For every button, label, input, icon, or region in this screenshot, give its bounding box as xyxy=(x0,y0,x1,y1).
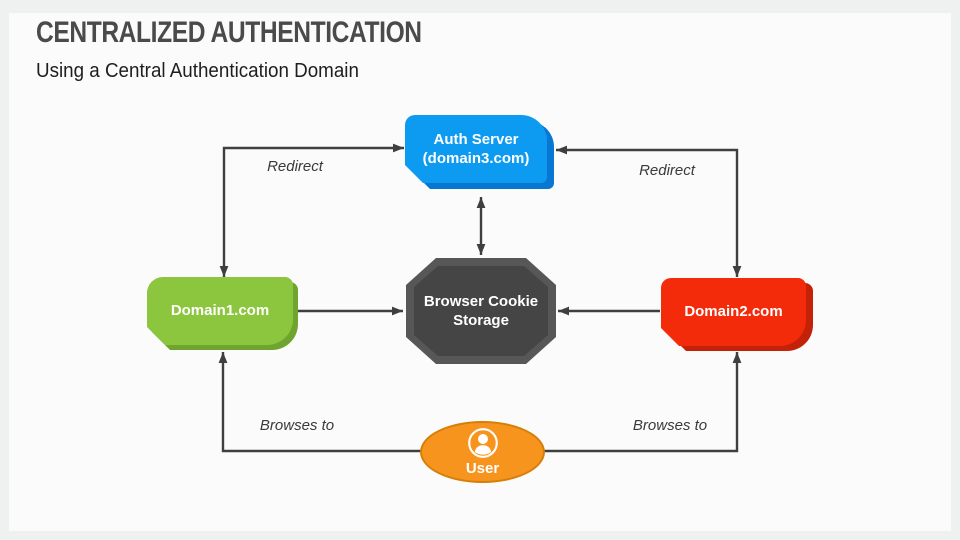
node-user: User xyxy=(420,421,545,483)
node-domain1-face: Domain1.com xyxy=(147,277,293,345)
page-subtitle: Using a Central Authentication Domain xyxy=(36,60,359,82)
node-auth-server-label: Auth Server (domain3.com) xyxy=(423,130,530,169)
node-auth-server: Auth Server (domain3.com) xyxy=(405,115,547,183)
domain1-label: Domain1.com xyxy=(170,302,270,320)
edge-label-redirect-right: Redirect xyxy=(639,162,695,179)
cookie-storage-label: Browser Cookie Storage xyxy=(424,292,538,331)
node-browser-cookie-storage: Browser Cookie Storage xyxy=(406,258,556,364)
person-icon xyxy=(467,428,498,458)
edge-label-browses-to-left: Browses to xyxy=(259,417,335,434)
domain2-label: Domain2.com xyxy=(684,303,783,321)
cookie-storage-face: Browser Cookie Storage xyxy=(414,266,548,356)
user-label: User xyxy=(465,460,500,477)
connector-user-domain2-browses xyxy=(482,352,742,453)
page-title: CENTRALIZED AUTHENTICATION xyxy=(36,16,422,49)
cookie-storage-label-line2: Storage xyxy=(453,312,509,329)
auth-server-label-line2: (domain3.com) xyxy=(422,150,530,167)
edge-label-browses-to-right: Browses to xyxy=(632,417,708,434)
connector-domain1-authserver-redirect xyxy=(219,143,404,277)
node-domain1: Domain1.com xyxy=(147,277,293,345)
node-auth-server-face: Auth Server (domain3.com) xyxy=(405,115,547,183)
edge-label-redirect-left: Redirect xyxy=(267,158,323,175)
connector-user-domain1-browses xyxy=(218,352,482,453)
cookie-storage-label-line1: Browser Cookie xyxy=(423,292,539,310)
node-domain2-face: Domain2.com xyxy=(661,278,806,346)
auth-server-label-line1: Auth Server xyxy=(433,130,519,148)
connector-authserver-domain2-redirect xyxy=(556,145,742,277)
node-domain2: Domain2.com xyxy=(661,278,806,346)
